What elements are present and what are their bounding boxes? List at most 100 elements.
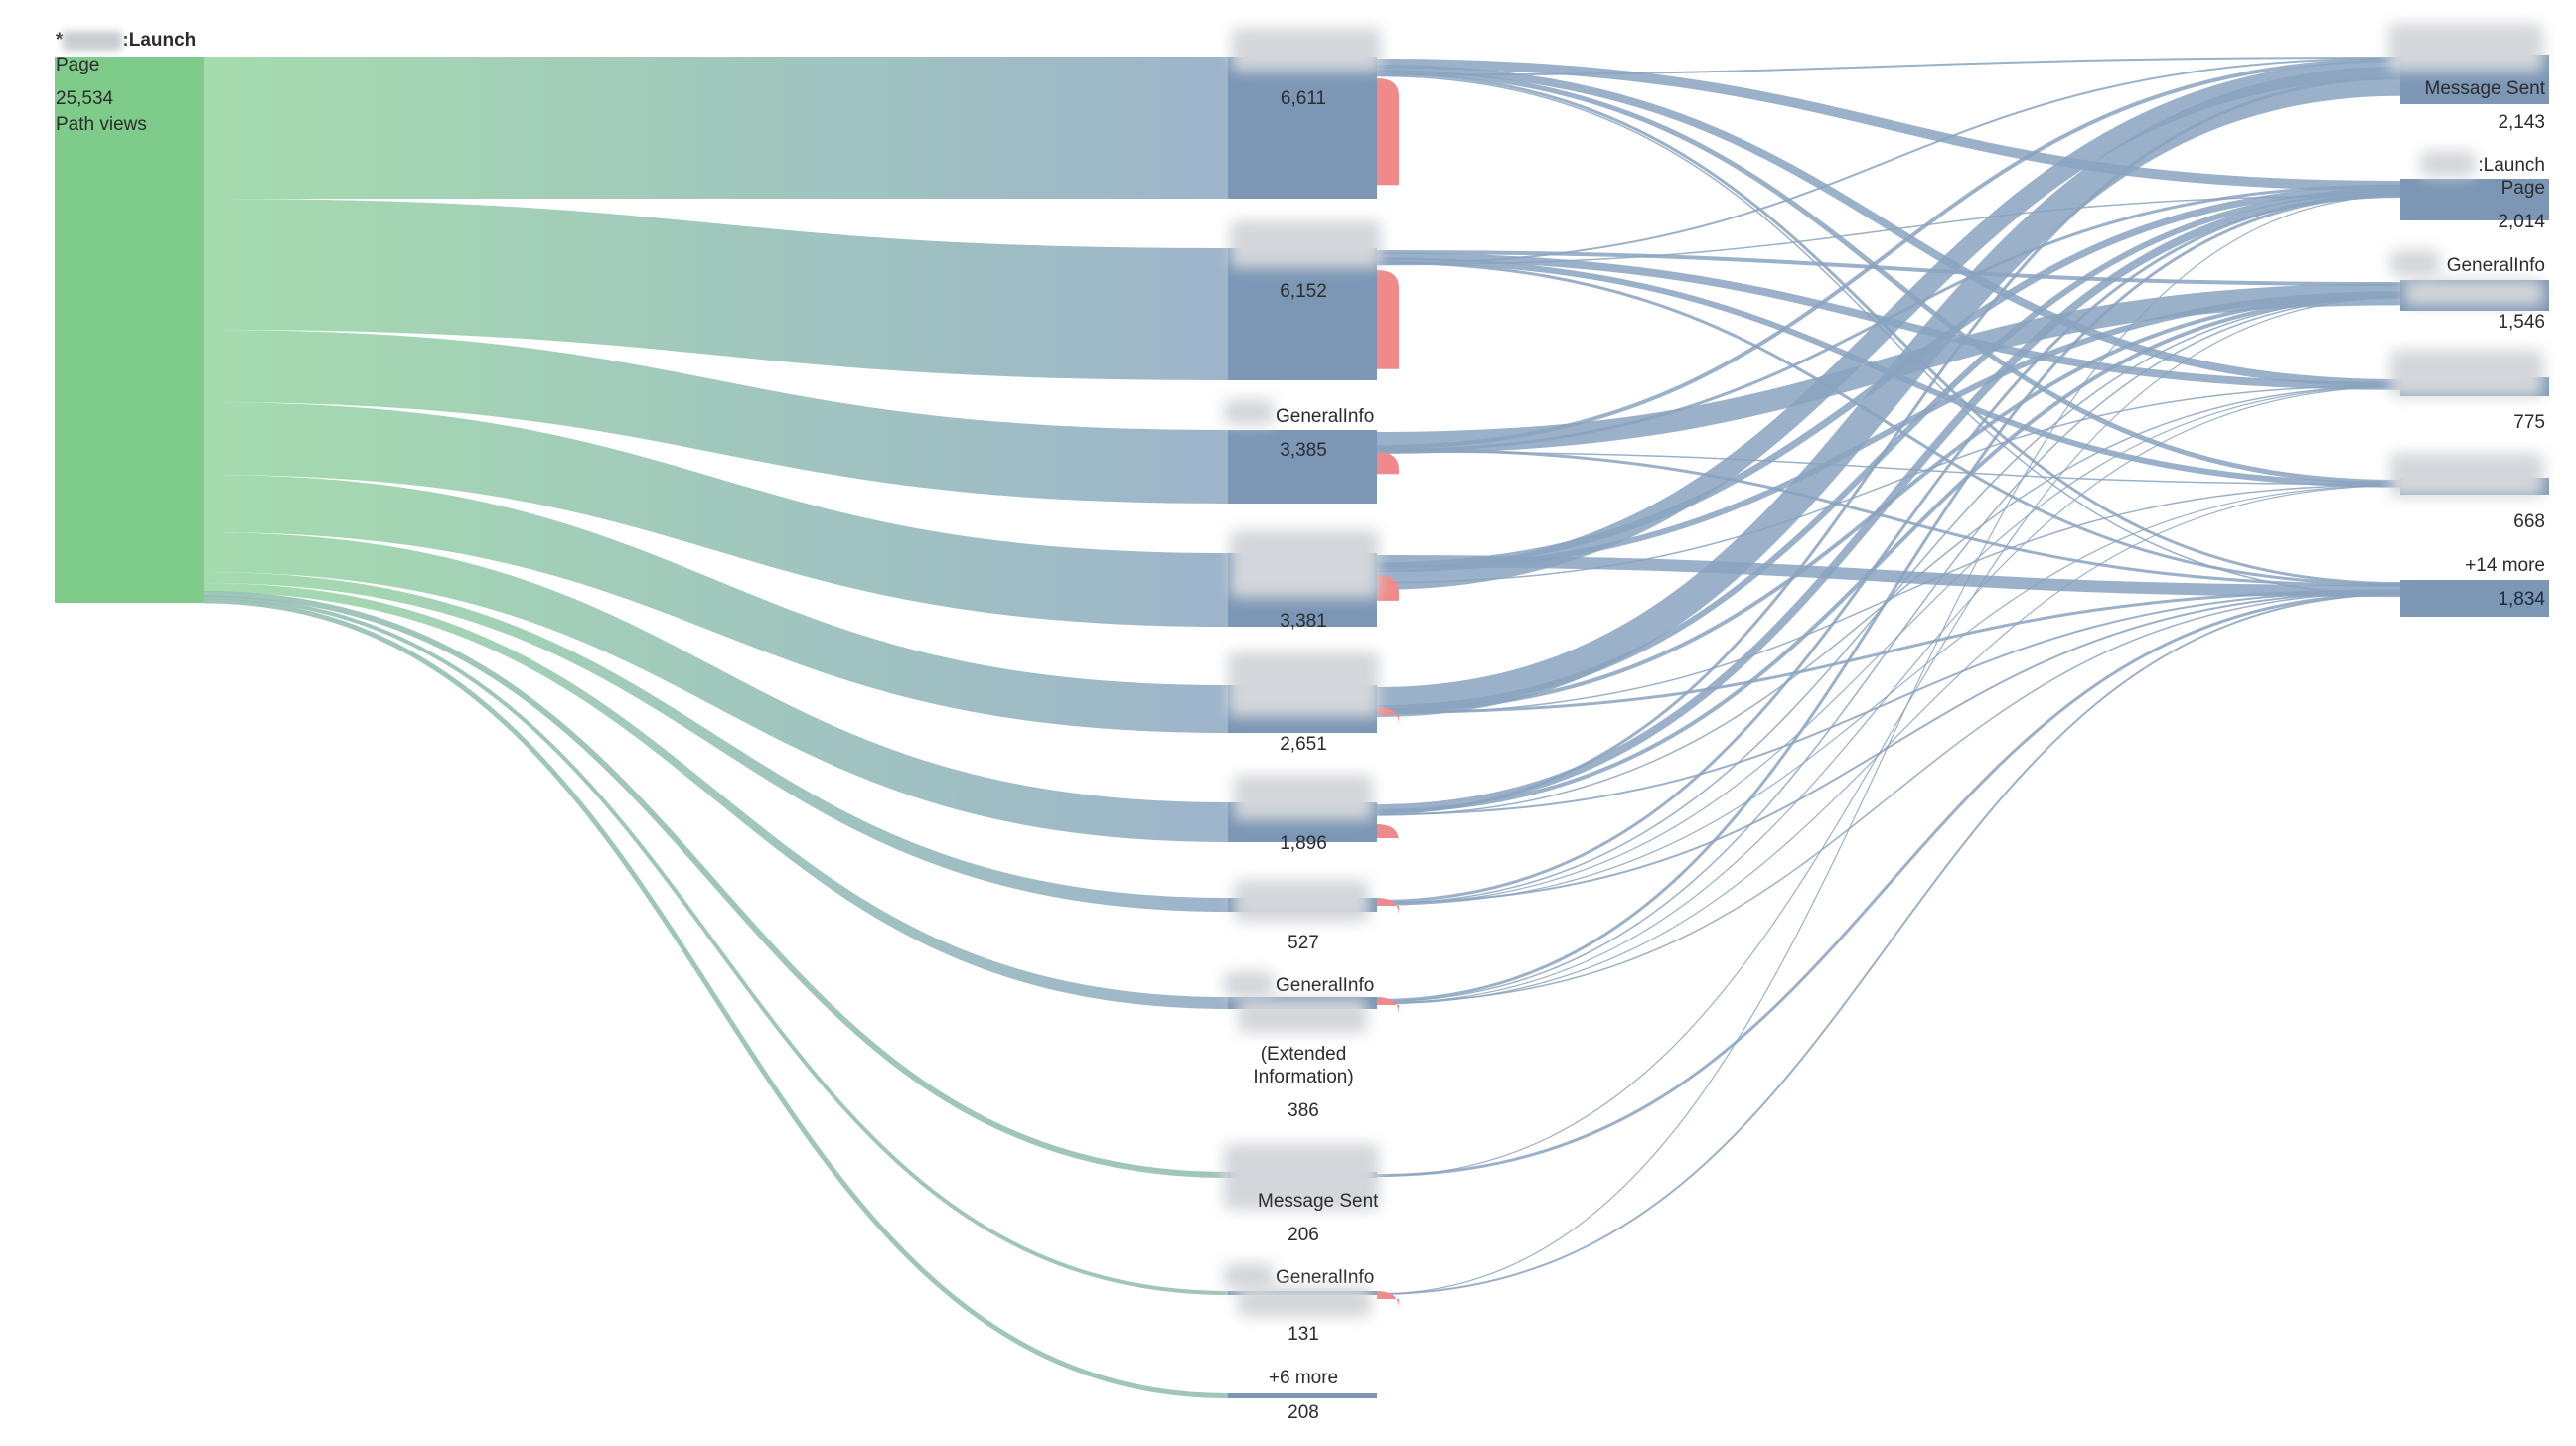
step-8-count[interactable]: 386: [1288, 1100, 1319, 1121]
root-node[interactable]: [55, 57, 204, 603]
exit-marker-s3: [1377, 452, 1399, 475]
next-6-name[interactable]: +14 more: [2465, 555, 2545, 576]
flow-root-to-s5: [204, 475, 1228, 733]
exit-marker-s8: [1377, 997, 1399, 1015]
flow-s1-to-n6: [1376, 74, 2401, 596]
step-to-next-step-flows: [1376, 57, 2401, 1295]
step-3-count[interactable]: 3,385: [1280, 440, 1327, 461]
next-5-label-redacted: [2390, 453, 2543, 497]
exit-marker-s7: [1377, 898, 1399, 916]
next-2-name-line2: Page: [2500, 178, 2545, 199]
flow-s3-to-n1: [1376, 58, 2401, 450]
flow-s6-to-n2: [1376, 190, 2401, 812]
flow-s2-to-n2: [1376, 195, 2401, 266]
step-10-name[interactable]: GeneralInfo: [1276, 1267, 1375, 1288]
step-2-count[interactable]: 6,152: [1280, 281, 1327, 302]
flow-s3-to-n5: [1376, 451, 2401, 486]
exit-marker-s1: [1377, 78, 1399, 186]
flow-s10-to-n2: [1376, 195, 2401, 1295]
root-count: 25,534: [56, 88, 114, 109]
next-3-name[interactable]: GeneralInfo: [2446, 255, 2545, 276]
flow-s5-to-n1: [1376, 66, 2401, 717]
step-9-name[interactable]: Message Sent: [1258, 1191, 1379, 1212]
flow-s10-to-n6: [1376, 593, 2401, 1295]
flow-root-to-s8: [204, 583, 1228, 1009]
step-4-label-redacted: [1230, 530, 1379, 598]
next-1-label-redacted: [2388, 24, 2543, 72]
flow-root-to-s10: [203, 595, 1229, 1295]
step-1-count[interactable]: 6,611: [1280, 88, 1327, 109]
next-4-label-redacted: [2390, 350, 2543, 397]
step-5-label-redacted: [1228, 651, 1379, 717]
step-8-label-line2-redacted: [1238, 999, 1367, 1033]
flow-s1-to-n2: [1376, 59, 2401, 191]
flow-s2-to-n1: [1376, 57, 2401, 265]
next-2-count[interactable]: 2,014: [2498, 212, 2545, 232]
root-node-title[interactable]: *:Launch: [56, 29, 196, 52]
step-1-label-redacted: [1232, 28, 1381, 72]
step-8-name-extra2: Information): [1253, 1067, 1354, 1087]
step-7-count[interactable]: 527: [1288, 933, 1319, 953]
root-title-suffix: :Launch: [122, 30, 197, 51]
exit-markers: [1377, 78, 1399, 1309]
flow-s4-to-n1: [1376, 59, 2401, 590]
flow-s6-to-n1: [1376, 76, 2401, 815]
next-3-count[interactable]: 1,546: [2498, 312, 2545, 333]
flow-s1-to-n4: [1376, 65, 2401, 387]
flow-s6-to-n3: [1376, 294, 2401, 813]
flow-s4-to-n6: [1376, 555, 2401, 598]
step-5-count[interactable]: 2,651: [1280, 734, 1327, 755]
step-9-count[interactable]: 206: [1288, 1225, 1319, 1245]
next-1-count[interactable]: 2,143: [2498, 112, 2545, 133]
flow-s8-to-n3: [1376, 296, 2401, 1003]
flow-s9-to-n6: [1376, 592, 2401, 1177]
flow-s7-to-n2: [1376, 192, 2401, 903]
next-2-label-prefix-redacted: [2420, 151, 2476, 177]
step-6-label-redacted: [1234, 775, 1373, 820]
next-1-name[interactable]: Message Sent: [2424, 78, 2545, 99]
step-3-label-prefix-redacted: [1224, 399, 1274, 425]
step-11-count[interactable]: 208: [1288, 1402, 1319, 1423]
flow-s6-to-n6: [1376, 590, 2401, 815]
step-8-name[interactable]: GeneralInfo: [1276, 975, 1375, 996]
step-node-s2[interactable]: [1228, 248, 1377, 380]
flow-root-to-s7: [204, 572, 1228, 912]
next-5-count[interactable]: 668: [2513, 511, 2545, 532]
next-4-count[interactable]: 775: [2513, 412, 2545, 433]
root-caption: Path views: [56, 114, 147, 135]
exit-marker-s10: [1377, 1291, 1399, 1309]
next-3-label-line2-redacted: [2404, 280, 2543, 306]
root-to-step-flows: [203, 57, 1229, 1398]
step-4-count[interactable]: 3,381: [1280, 611, 1327, 632]
flow-root-to-s3: [204, 330, 1228, 504]
next-node-n2[interactable]: [2400, 179, 2549, 220]
flow-root-to-s11: [203, 598, 1229, 1398]
next-2-name[interactable]: :Launch: [2478, 155, 2545, 176]
flow-s3-to-n6: [1376, 447, 2401, 588]
flow-s5-to-n2: [1376, 188, 2401, 711]
flow-root-to-s9: [203, 591, 1229, 1178]
step-9-label-redacted: [1224, 1144, 1379, 1210]
flow-root-to-s2: [204, 199, 1228, 380]
step-7-label-redacted: [1234, 880, 1369, 922]
flow-s7-to-n4: [1376, 385, 2401, 906]
flow-s6-to-n4: [1376, 385, 2401, 816]
step-10-count[interactable]: 131: [1288, 1324, 1319, 1345]
step-node-s3[interactable]: [1228, 430, 1377, 504]
exit-marker-s5: [1377, 707, 1399, 725]
next-6-count[interactable]: 1,834: [2498, 589, 2545, 610]
flow-s8-to-n2: [1376, 193, 2401, 1002]
exit-marker-s4: [1377, 575, 1399, 601]
step-node-s1[interactable]: [1228, 57, 1377, 199]
flow-root-to-s6: [204, 532, 1228, 842]
step-6-count[interactable]: 1,896: [1280, 833, 1327, 854]
step-8-label-prefix-redacted: [1224, 971, 1274, 997]
next-node-n6[interactable]: [2400, 580, 2549, 617]
step-11-name[interactable]: +6 more: [1268, 1368, 1339, 1388]
step-2-label-redacted: [1230, 220, 1381, 268]
flow-s1-to-n1: [1376, 57, 2401, 76]
flow-s4-to-n4: [1376, 384, 2401, 584]
step-3-name[interactable]: GeneralInfo: [1276, 406, 1375, 427]
step-node-s11[interactable]: [1228, 1393, 1377, 1398]
flow-root-to-s1: [204, 57, 1228, 199]
